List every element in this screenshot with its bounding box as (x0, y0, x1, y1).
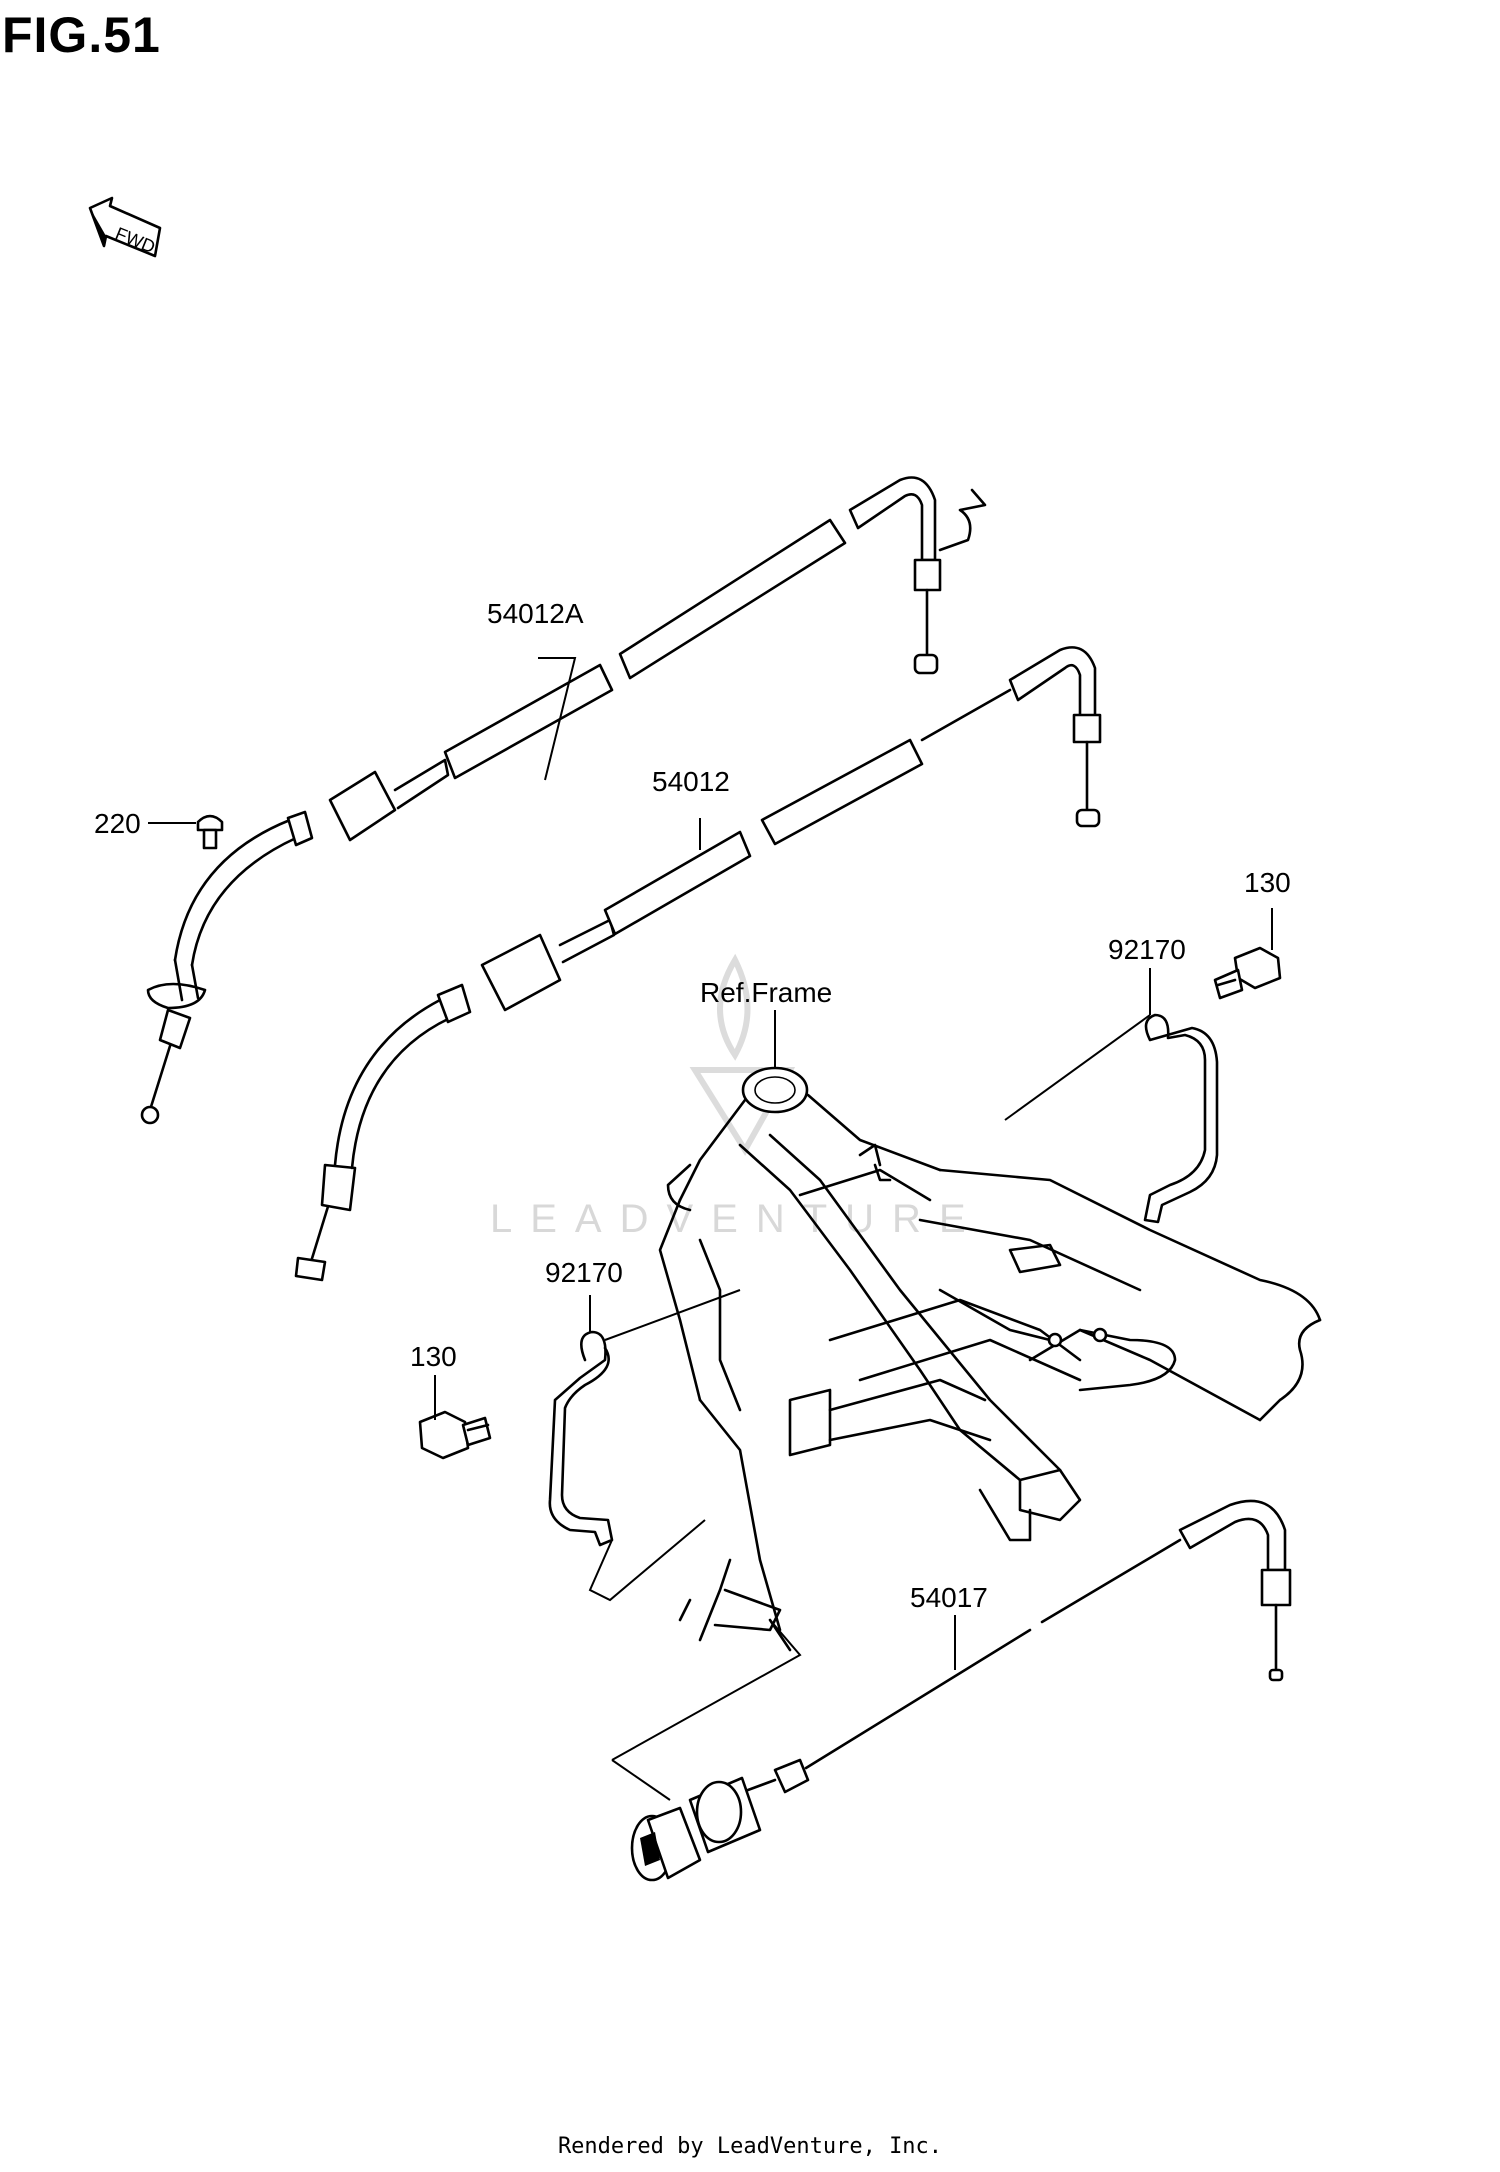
figure-title: FIG.51 (2, 7, 161, 63)
callout-54017: 54017 (910, 1582, 988, 1613)
callout-92170-left: 92170 (545, 1257, 623, 1288)
callout-220: 220 (94, 808, 141, 839)
choke-cable-54017 (630, 1499, 1292, 1882)
bolt-130-right-icon (1213, 946, 1282, 1000)
throttle-cable-54012a (140, 476, 987, 1125)
bolt-130-left-icon (418, 1410, 492, 1460)
clamp-92170-right (1143, 1013, 1219, 1224)
fwd-arrow-icon: FWD (88, 196, 162, 258)
watermark-text: LEADVENTURE (490, 1197, 984, 1241)
footer-credit: Rendered by LeadVenture, Inc. (557, 2134, 943, 2159)
leader-lines (148, 657, 1273, 1801)
callout-54012: 54012 (652, 766, 730, 797)
callout-130-right: 130 (1244, 867, 1291, 898)
callout-54012a: 54012A (487, 598, 584, 629)
callout-92170-right: 92170 (1108, 934, 1186, 965)
clamp-92170-left (548, 1330, 614, 1547)
callout-130-left: 130 (410, 1341, 457, 1372)
reference-frame (658, 1066, 1322, 1652)
throttle-cable-54012 (294, 646, 1102, 1282)
screw-220-icon (196, 814, 224, 850)
callout-ref-frame: Ref.Frame (700, 977, 832, 1008)
